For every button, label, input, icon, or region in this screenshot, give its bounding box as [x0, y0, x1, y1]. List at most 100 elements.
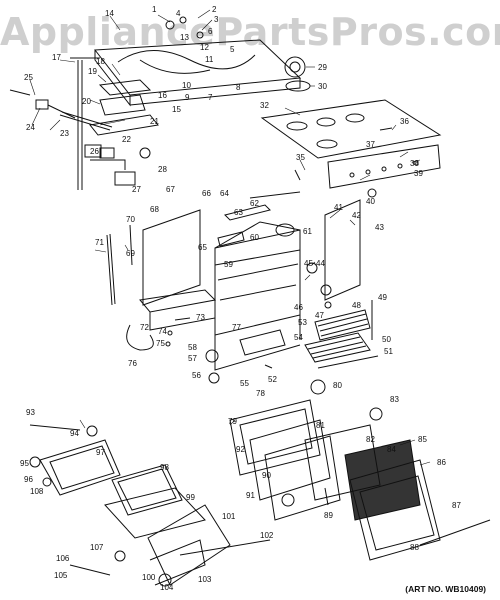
callout-6: 6	[208, 27, 213, 36]
storage-drawer	[29, 424, 271, 587]
callout-61: 61	[303, 227, 312, 236]
callout-95: 95	[20, 459, 29, 468]
callout-19: 19	[88, 67, 97, 76]
callout-82: 82	[366, 435, 375, 444]
callout-16: 16	[158, 91, 167, 100]
callout-98: 98	[160, 463, 169, 472]
callout-17: 17	[52, 53, 61, 62]
callout-8: 8	[236, 83, 241, 92]
callout-69: 69	[126, 249, 135, 258]
callout-18: 18	[96, 57, 105, 66]
callout-27: 27	[132, 185, 141, 194]
callout-100: 100	[142, 573, 156, 582]
callout-46: 46	[294, 303, 303, 312]
igniter-parts	[9, 89, 76, 119]
callout-80: 80	[333, 381, 342, 390]
callout-21: 21	[150, 117, 159, 126]
callout-23: 23	[60, 129, 69, 138]
callout-39: 39	[414, 169, 423, 178]
callout-78: 78	[256, 389, 265, 398]
burner-box-assembly	[70, 16, 302, 190]
callout-54: 54	[294, 333, 303, 342]
callout-106: 106	[56, 554, 70, 563]
callout-37: 37	[366, 140, 375, 149]
callout-50: 50	[382, 335, 391, 344]
callout-41: 41	[334, 203, 343, 212]
callout-4: 4	[176, 9, 181, 18]
callout-56: 56	[192, 371, 201, 380]
cooktop	[260, 56, 442, 159]
callout-47: 47	[315, 311, 324, 320]
callout-58: 58	[188, 343, 197, 352]
callout-52: 52	[268, 375, 277, 384]
callout-76: 76	[128, 359, 137, 368]
callout-73: 73	[196, 313, 205, 322]
callout-15: 15	[172, 105, 181, 114]
callout-94: 94	[70, 429, 79, 438]
callout-9: 9	[185, 93, 190, 102]
callout-77: 77	[232, 323, 241, 332]
callout-20: 20	[82, 97, 91, 106]
callout-36: 36	[400, 117, 409, 126]
callout-89: 89	[324, 511, 333, 520]
callout-101: 101	[222, 512, 236, 521]
callout-99: 99	[186, 493, 195, 502]
callout-71: 71	[95, 238, 104, 247]
callout-42: 42	[352, 211, 361, 220]
callout-55: 55	[240, 379, 249, 388]
callout-88: 88	[410, 543, 419, 552]
callout-28: 28	[158, 165, 167, 174]
callout-7: 7	[208, 93, 213, 102]
callout-51: 51	[384, 347, 393, 356]
callout-64: 64	[220, 189, 229, 198]
callout-22: 22	[122, 135, 131, 144]
callout-91: 91	[246, 491, 255, 500]
callout-85: 85	[418, 435, 427, 444]
callout-97: 97	[96, 448, 105, 457]
callout-62: 62	[250, 199, 259, 208]
callout-10: 10	[182, 81, 191, 90]
callout-66: 66	[202, 189, 211, 198]
callout-93: 93	[26, 408, 35, 417]
callout-38: 38	[410, 159, 419, 168]
callout-49: 49	[378, 293, 387, 302]
callout-68: 68	[150, 205, 159, 214]
callout-79: 79	[228, 417, 237, 426]
callout-70: 70	[126, 215, 135, 224]
callout-29: 29	[318, 63, 327, 72]
callout-67: 67	[166, 185, 175, 194]
left-side-parts	[106, 224, 191, 351]
callout-11: 11	[205, 55, 214, 64]
control-panel	[294, 127, 441, 198]
callout-105: 105	[54, 571, 68, 580]
callout-83: 83	[390, 395, 399, 404]
oven-door	[229, 379, 491, 561]
callout-1: 1	[152, 5, 157, 14]
callout-59: 59	[224, 260, 233, 269]
callout-24: 24	[26, 123, 35, 132]
knob-parts	[306, 262, 332, 309]
callout-104: 104	[160, 583, 174, 592]
callout-12: 12	[200, 43, 209, 52]
callout-26: 26	[90, 147, 99, 156]
callout-32: 32	[260, 101, 269, 110]
callout-45: 45	[304, 259, 313, 268]
valve-parts	[99, 147, 151, 186]
callout-92: 92	[236, 445, 245, 454]
callout-57: 57	[188, 354, 197, 363]
callout-2: 2	[212, 5, 217, 14]
callout-107: 107	[90, 543, 104, 552]
callout-90: 90	[262, 471, 271, 480]
callout-5: 5	[230, 45, 235, 54]
callout-63: 63	[234, 208, 243, 217]
callout-60: 60	[250, 233, 259, 242]
callout-86: 86	[437, 458, 446, 467]
callout-72: 72	[140, 323, 149, 332]
callout-25: 25	[24, 73, 33, 82]
callout-108: 108	[30, 487, 44, 496]
watermark: AppliancePartsPros.com	[0, 10, 500, 54]
callout-65: 65	[198, 243, 207, 252]
callout-96: 96	[24, 475, 33, 484]
